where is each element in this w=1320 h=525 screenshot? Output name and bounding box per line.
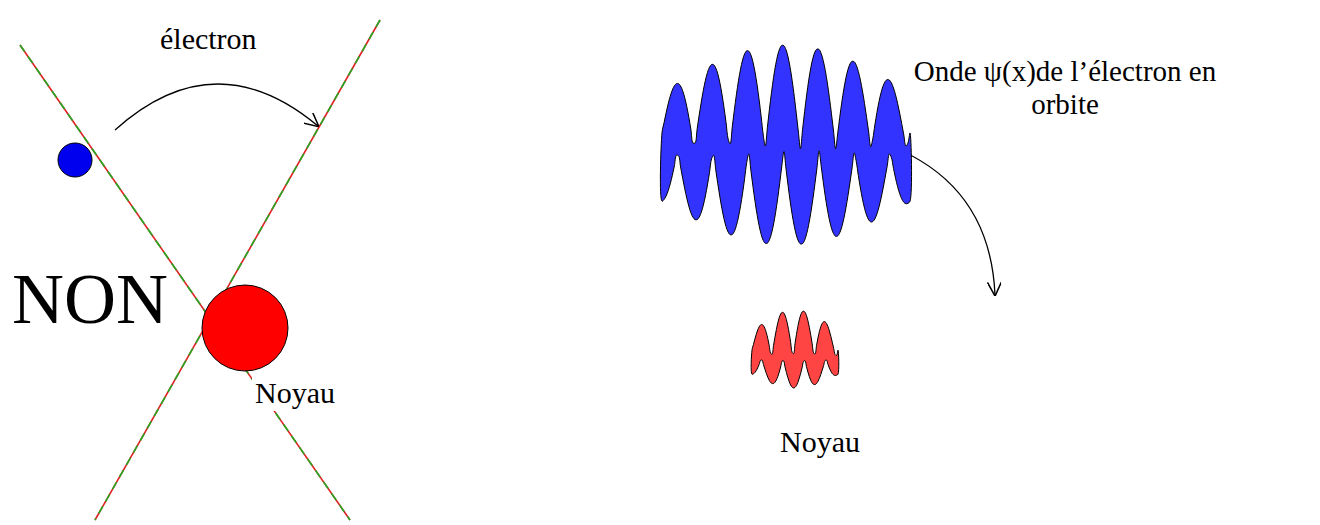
orbit-arrow	[115, 84, 318, 130]
nucleus-circle	[202, 285, 288, 371]
cross-label: NON	[12, 258, 168, 341]
nucleus-label: Noyau	[252, 376, 338, 411]
electron-dot	[58, 143, 92, 177]
nucleus-label: Noyau	[780, 425, 860, 460]
nucleus-wave	[751, 311, 839, 388]
electron-wave	[660, 45, 911, 244]
electron-label: électron	[160, 22, 257, 57]
wave-label: Onde ψ(x)de l’électron en orbite	[905, 55, 1225, 122]
